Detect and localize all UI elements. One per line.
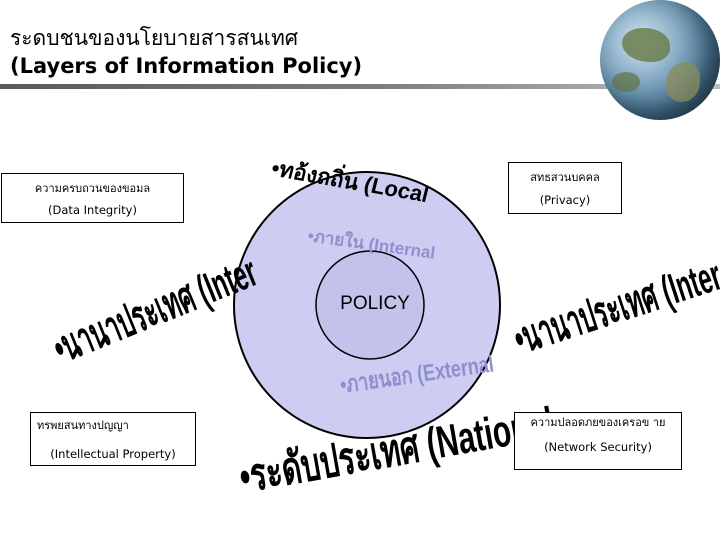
- globe-landmass: [622, 28, 670, 62]
- network-security-thai: ความปลอดภยของเครอข าย: [530, 416, 666, 429]
- network-security-english: (Network Security): [544, 440, 652, 454]
- privacy-thai: สทธสวนบคคล: [530, 171, 600, 184]
- policy-label: POLICY: [340, 293, 410, 314]
- title-block: ระดบชนของนโยบายสารสนเทศ (Layers of Infor…: [10, 24, 362, 80]
- privacy-box: สทธสวนบคคล (Privacy): [508, 162, 622, 214]
- page-title-english: (Layers of Information Policy): [10, 54, 363, 78]
- data-integrity-english: (Data Integrity): [48, 203, 137, 217]
- page-title-thai: ระดบชนของนโยบายสารสนเทศ: [10, 26, 299, 50]
- title-divider: [0, 84, 720, 89]
- intellectual-property-thai: ทรพยสนทางปญญา: [37, 419, 129, 432]
- globe-landmass: [666, 62, 700, 102]
- globe-landmass: [612, 72, 640, 92]
- intellectual-property-box: ทรพยสนทางปญญา (Intellectual Property): [30, 412, 196, 466]
- policy-core-circle: [315, 250, 425, 360]
- privacy-english: (Privacy): [539, 193, 591, 207]
- data-integrity-box: ความครบถวนของขอมล (Data Integrity): [1, 173, 184, 223]
- intellectual-property-english: (Intellectual Property): [50, 447, 176, 461]
- data-integrity-thai: ความครบถวนของขอมล: [34, 182, 151, 195]
- globe-icon: [600, 0, 720, 120]
- network-security-box: ความปลอดภยของเครอข าย (Network Security): [514, 412, 682, 470]
